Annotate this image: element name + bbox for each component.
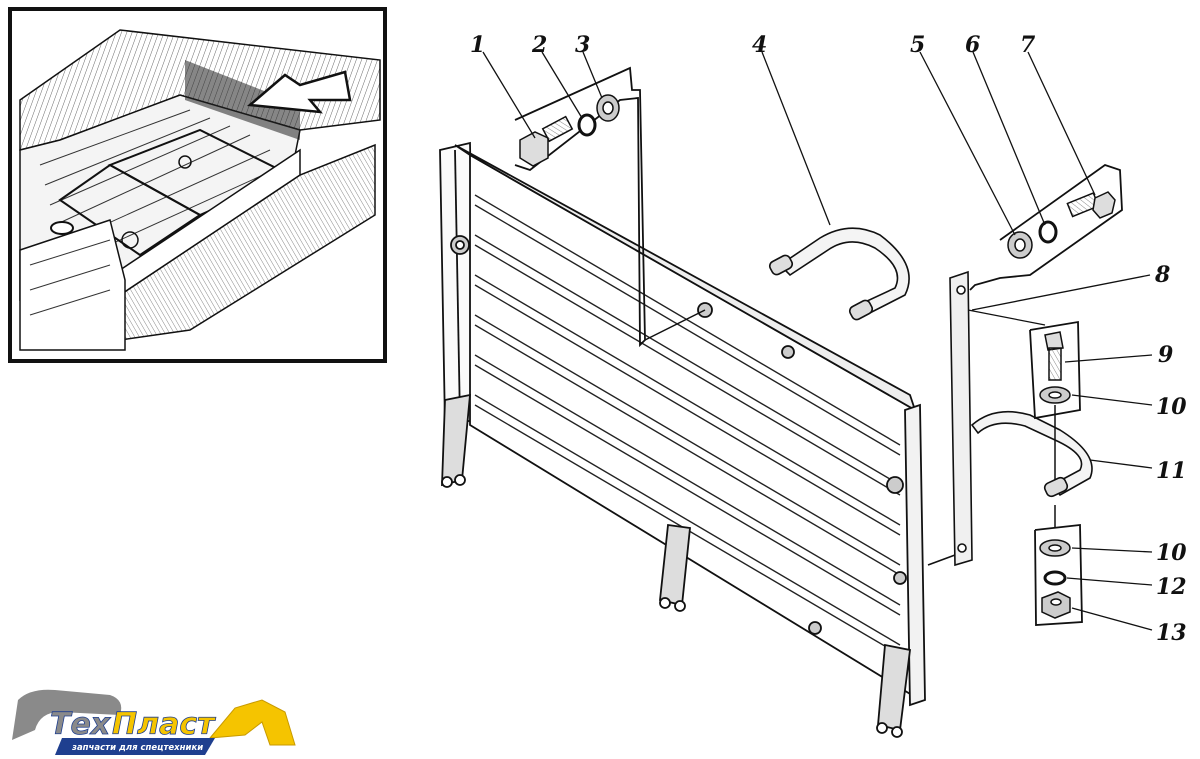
label-11: 11 <box>1156 458 1187 484</box>
lock-washer-12 <box>1043 570 1067 586</box>
washer-10-top <box>1039 386 1071 404</box>
label-6: 6 <box>965 32 980 58</box>
label-12: 12 <box>1156 574 1187 600</box>
label-10-top: 10 <box>1156 394 1187 420</box>
u-bolt-4 <box>768 227 910 321</box>
label-7: 7 <box>1020 32 1036 58</box>
tailgate-panel <box>439 141 926 738</box>
parts-group-9-10 <box>1029 320 1081 480</box>
label-5: 5 <box>910 32 925 58</box>
logo-name-part2: Пласт <box>112 707 216 742</box>
nut-13 <box>1041 591 1071 619</box>
label-2: 2 <box>531 32 547 58</box>
leader-lines <box>482 51 1153 631</box>
logo-name-part1: Тех <box>50 707 112 742</box>
bolt-9 <box>1044 331 1064 381</box>
company-logo: Тех Пласт запчасти для спецтехники <box>12 689 296 755</box>
washer-3 <box>596 94 620 122</box>
lock-washer-2 <box>577 113 597 137</box>
label-13: 13 <box>1156 620 1187 646</box>
parts-group-10-12-13 <box>1034 505 1083 626</box>
bracket-plate-8 <box>927 270 1046 567</box>
bolt-7 <box>1066 191 1116 219</box>
label-1: 1 <box>470 32 485 58</box>
part-labels: 1 2 3 4 5 6 7 8 9 10 11 10 12 13 <box>470 32 1187 646</box>
u-bolt-11 <box>970 410 1093 498</box>
truck-bed-inset <box>8 7 387 363</box>
label-10-bottom: 10 <box>1156 540 1187 566</box>
parts-group-5-7 <box>969 164 1123 291</box>
label-4: 4 <box>752 32 767 58</box>
label-9: 9 <box>1158 342 1173 368</box>
logo-tagline: запчасти для спецтехники <box>71 743 203 753</box>
lock-washer-6 <box>1038 220 1058 244</box>
washer-10-bottom <box>1039 539 1071 557</box>
parts-group-1-3 <box>514 66 706 348</box>
bolt-1 <box>519 115 574 167</box>
label-3: 3 <box>575 32 590 58</box>
washer-5 <box>1007 231 1033 259</box>
label-8: 8 <box>1154 262 1170 288</box>
